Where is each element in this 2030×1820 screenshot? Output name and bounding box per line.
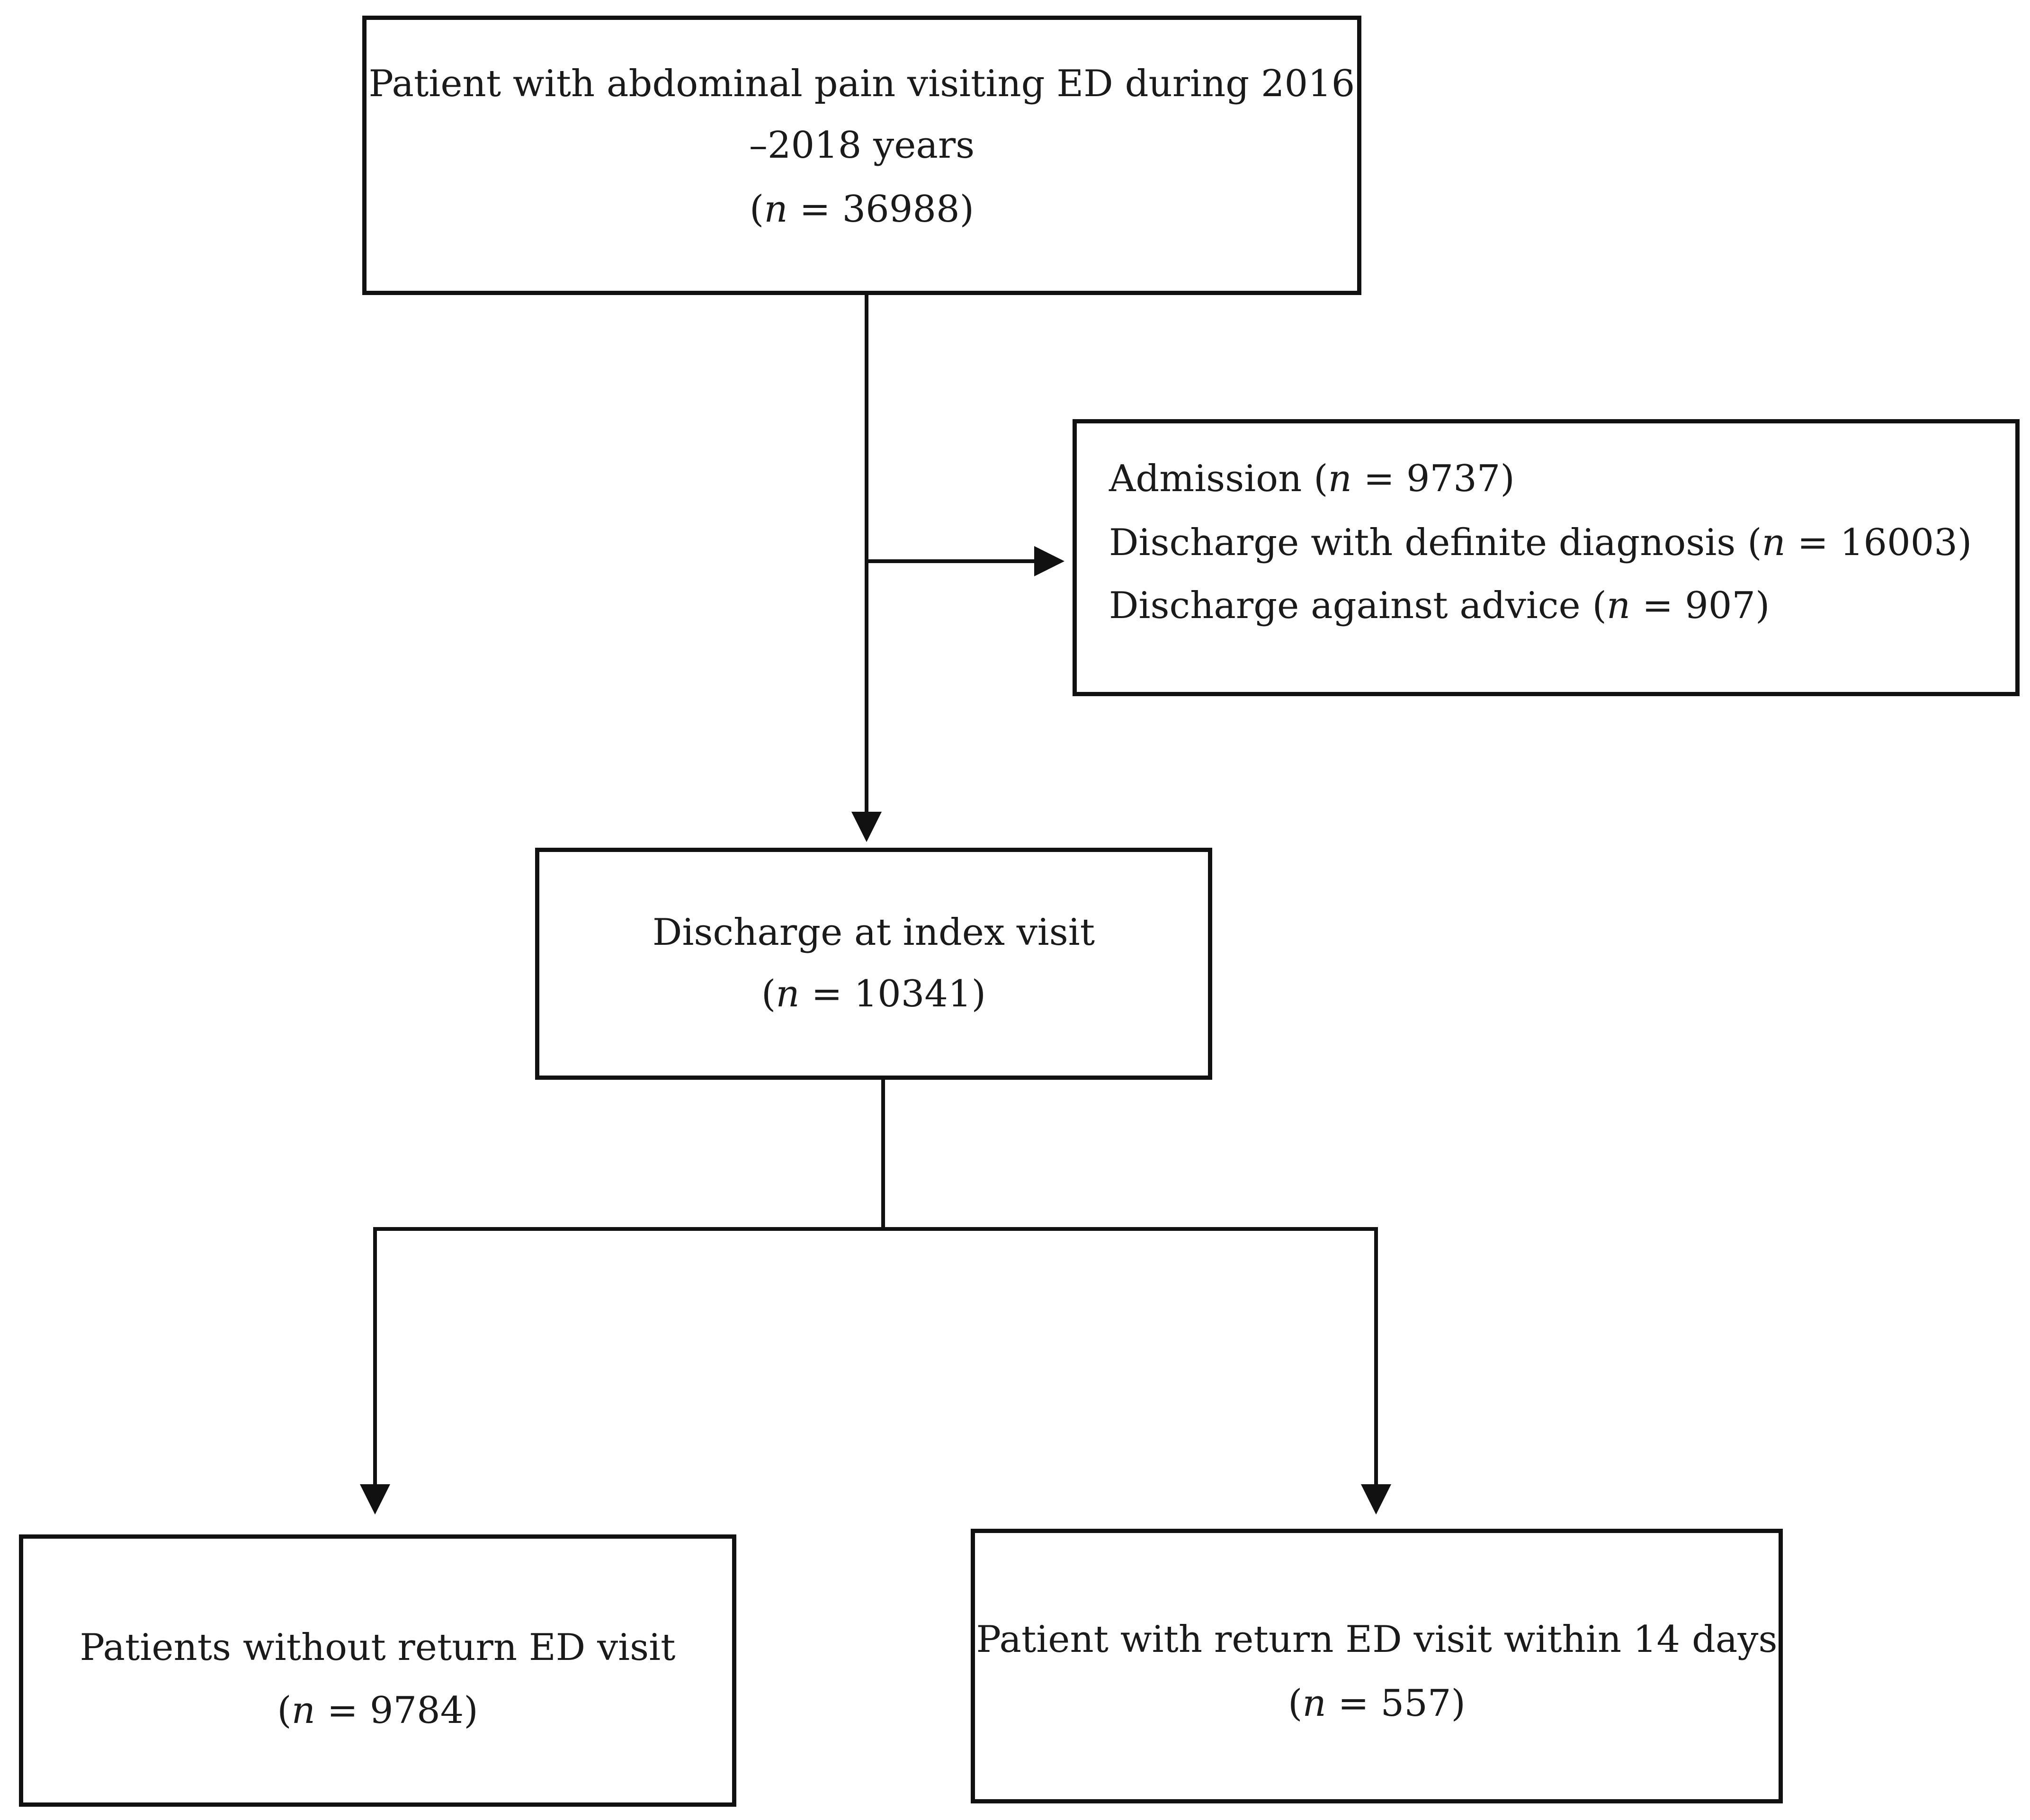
excluded-item-n-value: 907 [1685,584,1756,627]
start-n-value: 36988 [842,188,960,231]
excluded-item-label: Admission [1109,457,1302,500]
index-n-var: n [776,973,800,1015]
start-box: Patient with abdominal pain visiting ED … [362,16,1361,295]
excluded-item: Discharge with definite diagnosis (n = 1… [1109,521,1972,564]
start-line1: Patient with abdominal pain visiting ED … [368,63,1355,105]
no-return-n-var: n [291,1689,315,1732]
excluded-item: Discharge against advice (n = 907) [1109,584,1770,627]
return-line1: Patient with return ED visit within 14 d… [976,1618,1778,1661]
no-return-line1: Patients without return ED visit [80,1626,676,1669]
excluded-item: Admission (n = 9737) [1109,457,1515,500]
start-n-var: n [764,188,788,231]
excluded-item-n-value: 16003 [1840,521,1958,564]
index-count: (n = 10341) [761,973,986,1015]
excluded-item-n-var: n [1762,521,1786,564]
index-n-value: 10341 [854,973,972,1015]
return-n-value: 557 [1380,1682,1451,1725]
excluded-item-label: Discharge against advice [1109,584,1581,627]
excluded-item-n-var: n [1606,584,1631,627]
index-line1: Discharge at index visit [652,911,1095,954]
excluded-item-n-var: n [1328,457,1352,500]
index-visit-box: Discharge at index visit (n = 10341) [535,848,1212,1080]
excluded-item-label: Discharge with definite diagnosis [1109,521,1736,564]
no-return-n-value: 9784 [369,1689,464,1732]
excluded-item-n-value: 9737 [1406,457,1501,500]
excluded-box: Admission (n = 9737) Discharge with defi… [1073,419,2020,696]
return-box: Patient with return ED visit within 14 d… [971,1529,1783,1803]
return-count: (n = 557) [1288,1682,1466,1725]
no-return-box: Patients without return ED visit (n = 97… [19,1534,736,1807]
no-return-count: (n = 9784) [277,1689,478,1732]
return-n-var: n [1302,1682,1326,1725]
start-line2: –2018 years [749,124,975,167]
start-count: (n = 36988) [749,188,975,231]
